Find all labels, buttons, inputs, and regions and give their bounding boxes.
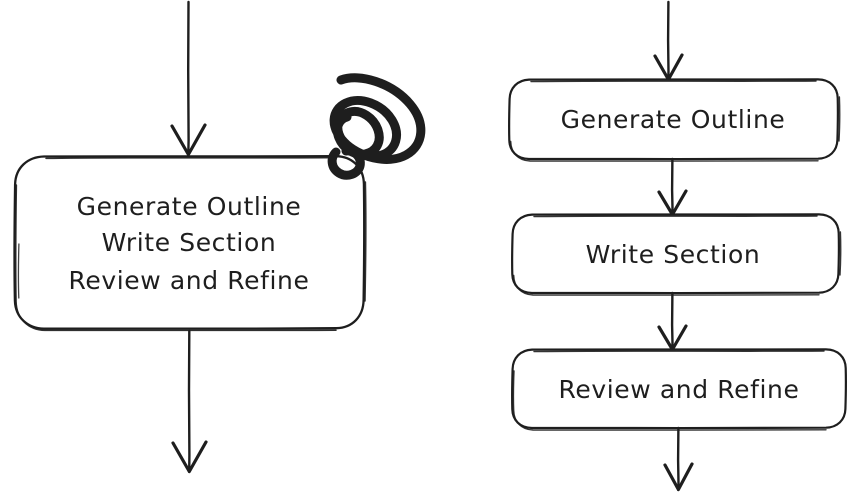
left-node-line-3: Review and Refine bbox=[69, 266, 310, 295]
right-node-generate-outline[interactable]: Generate Outline bbox=[508, 78, 841, 162]
right-outgoing-arrow bbox=[663, 426, 694, 492]
right-node-review-and-refine[interactable]: Review and Refine bbox=[511, 348, 847, 431]
right-connector-2-3 bbox=[657, 291, 688, 352]
left-diagram-group: Generate Outline Write Section Review an… bbox=[13, 0, 426, 474]
right-node-2-label: Write Section bbox=[586, 240, 761, 269]
scribble-icon bbox=[327, 73, 426, 180]
right-incoming-arrow bbox=[653, 0, 684, 82]
right-node-write-section[interactable]: Write Section bbox=[511, 213, 842, 296]
left-node-line-1: Generate Outline bbox=[77, 192, 302, 221]
left-outgoing-arrow bbox=[171, 329, 208, 474]
right-diagram-group: Generate Outline Write Section bbox=[508, 0, 847, 492]
right-node-1-label: Generate Outline bbox=[561, 105, 786, 134]
left-node-line-2: Write Section bbox=[102, 228, 277, 257]
right-node-3-label: Review and Refine bbox=[559, 375, 800, 404]
left-incoming-arrow bbox=[170, 0, 207, 157]
left-merged-node[interactable]: Generate Outline Write Section Review an… bbox=[13, 155, 367, 332]
right-connector-1-2 bbox=[657, 157, 688, 217]
